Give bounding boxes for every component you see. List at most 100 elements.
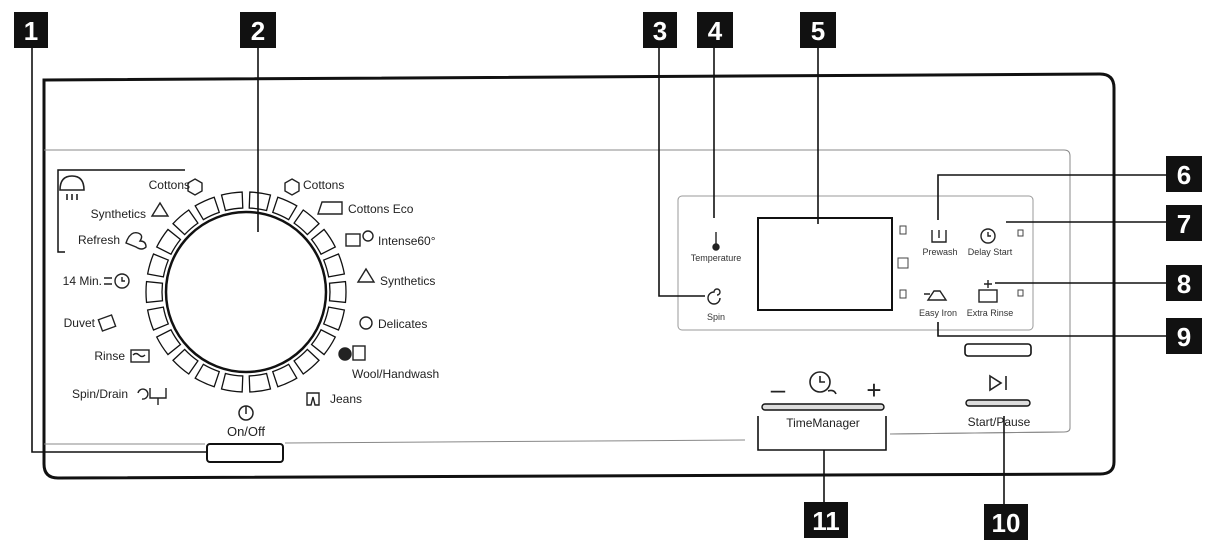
refresh-icon	[125, 232, 147, 250]
svg-text:5: 5	[811, 16, 825, 46]
programme-segment	[322, 306, 346, 331]
callout-11: 11	[804, 502, 848, 538]
jeans-icon	[306, 392, 320, 406]
steam-icon	[59, 175, 85, 200]
programme-segment	[248, 191, 272, 212]
leader-lines	[31, 48, 1168, 504]
prog-right-synthetics: Synthetics	[380, 274, 435, 288]
programme-segment	[146, 306, 170, 331]
temperature-label: Temperature	[691, 253, 742, 263]
eco-bracket	[57, 169, 185, 253]
programme-segment	[322, 253, 346, 278]
rinse-icon	[130, 349, 150, 363]
svg-text:2: 2	[251, 16, 265, 46]
prog-left-rinse: Rinse	[94, 349, 125, 363]
power-icon	[238, 405, 254, 421]
intense60-icon	[345, 230, 374, 247]
prog-left-spin-drain: Spin/Drain	[72, 387, 128, 401]
svg-text:7: 7	[1177, 209, 1191, 239]
callout-5: 5	[800, 12, 836, 48]
start-pause-button[interactable]	[965, 399, 1031, 407]
callout-9: 9	[1166, 318, 1202, 354]
programme-segment	[310, 328, 337, 356]
callout-7: 7	[1166, 205, 1202, 241]
svg-text:8: 8	[1177, 269, 1191, 299]
svg-text:9: 9	[1177, 322, 1191, 352]
time-manager-button[interactable]	[761, 403, 885, 411]
programme-segment	[172, 348, 199, 375]
callout-8: 8	[1166, 265, 1202, 301]
prog-right-jeans: Jeans	[330, 392, 362, 406]
panel-inset	[44, 149, 1071, 435]
display-panel	[677, 195, 1034, 331]
prog-left-14min: 14 Min.	[63, 274, 102, 288]
spin-label: Spin	[707, 312, 725, 322]
programme-segment	[271, 196, 298, 221]
svg-text:4: 4	[708, 16, 723, 46]
time-manager-icon	[809, 371, 837, 395]
prog-right-intense60: Intense60°	[378, 234, 436, 248]
programme-segment-ring	[145, 191, 347, 393]
prewash-label: Prewash	[922, 247, 957, 257]
svg-text:10: 10	[992, 508, 1021, 538]
plus-icon[interactable]: +	[866, 375, 881, 405]
prog-right-delicates: Delicates	[378, 317, 427, 331]
callout-3: 3	[643, 12, 677, 48]
svg-text:11: 11	[812, 506, 840, 536]
delicates-icon	[359, 316, 373, 330]
programme-segment	[155, 228, 182, 256]
prog-right-cottons-eco: Cottons Eco	[348, 202, 414, 216]
programme-segment	[293, 209, 320, 236]
programme-segment	[310, 228, 337, 256]
prog-left-duvet: Duvet	[64, 316, 96, 330]
time-manager-label: TimeManager	[786, 416, 860, 430]
programme-segment	[145, 280, 164, 304]
delay-start-label: Delay Start	[968, 247, 1013, 257]
programme-segment	[293, 348, 320, 375]
spin-drain-icon	[137, 388, 149, 400]
programme-segment	[172, 209, 199, 236]
display-screen	[757, 217, 893, 311]
minus-icon[interactable]: –	[771, 374, 786, 404]
programme-segment	[220, 191, 244, 212]
prog-left-synthetics: Synthetics	[91, 207, 146, 221]
cottons-eco-icon	[317, 201, 343, 215]
duvet-icon	[97, 314, 117, 332]
on-off-button[interactable]	[206, 443, 284, 463]
programme-segment	[194, 196, 221, 221]
synthetics-icon	[150, 201, 170, 217]
cottons-icon	[187, 178, 203, 196]
cottons-icon	[284, 178, 300, 196]
easy-iron-icon	[924, 290, 948, 301]
programme-segment	[155, 328, 182, 356]
callout-2: 2	[240, 12, 276, 48]
programme-segment	[146, 253, 170, 278]
prewash-icon	[931, 230, 947, 243]
prog-left-cottons: Cottons	[149, 178, 190, 192]
programme-segment	[328, 280, 347, 304]
prog-right-wool-handwash: Wool/Handwash	[352, 367, 439, 381]
svg-text:1: 1	[24, 16, 38, 46]
timer-14min-icon	[104, 273, 130, 289]
on-off-label: On/Off	[227, 424, 265, 439]
programme-segment	[194, 363, 221, 388]
extra-rinse-label: Extra Rinse	[967, 308, 1014, 318]
start-pause-label: Start/Pause	[968, 415, 1031, 429]
wool-handwash-icon	[338, 345, 366, 361]
programme-segment	[220, 372, 244, 393]
callout-6: 6	[1166, 156, 1202, 192]
panel-outline	[42, 72, 1116, 480]
extra-rinse-icon	[978, 280, 998, 303]
drain-icon	[149, 388, 167, 405]
prog-left-refresh: Refresh	[78, 233, 120, 247]
programme-knob[interactable]	[164, 210, 328, 374]
svg-text:6: 6	[1177, 160, 1191, 190]
programme-segment	[248, 372, 272, 393]
delay-start-icon	[980, 228, 996, 244]
programme-segment	[271, 363, 298, 388]
start-indicator-bar	[964, 343, 1032, 357]
spin-icon	[707, 288, 721, 305]
svg-text:3: 3	[653, 16, 667, 46]
play-pause-icon	[989, 374, 1007, 392]
callout-1: 1	[14, 12, 48, 48]
